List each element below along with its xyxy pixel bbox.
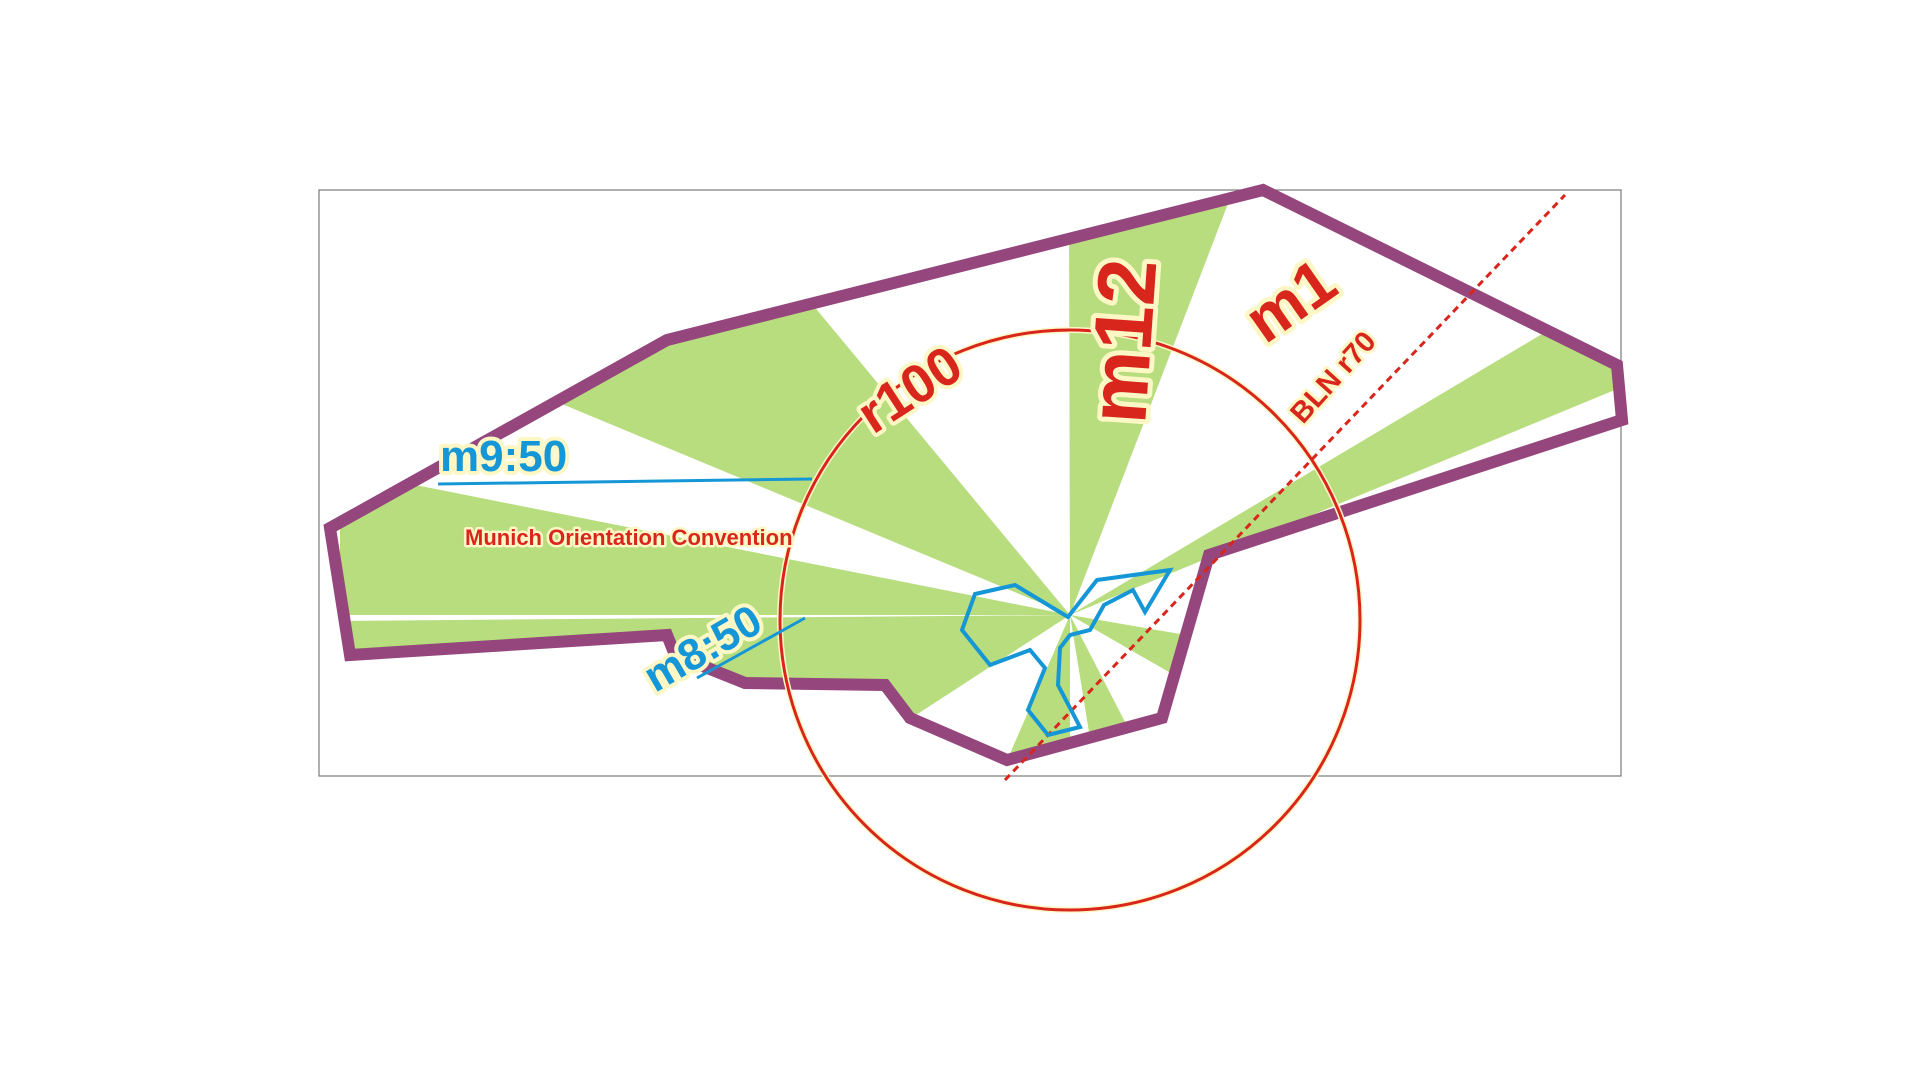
bln-bearing-line (1003, 193, 1567, 782)
m8-50-pointer-line (696, 616, 806, 680)
sector-m8 (340, 470, 1070, 615)
label-m12: m12 (1072, 256, 1174, 426)
diagram-title: Munich Orientation Convention (465, 525, 793, 550)
r100-circle (778, 328, 1362, 912)
dancer-figure (959, 567, 1174, 738)
label-m9-50: m9:50 (440, 432, 567, 481)
label-bln-r70: BLN r70 (1284, 326, 1382, 430)
label-m1: m1 (1232, 244, 1349, 356)
m9-50-pointer-line (437, 477, 813, 486)
region-boundary (323, 183, 1629, 767)
map-frame (318, 189, 1622, 777)
